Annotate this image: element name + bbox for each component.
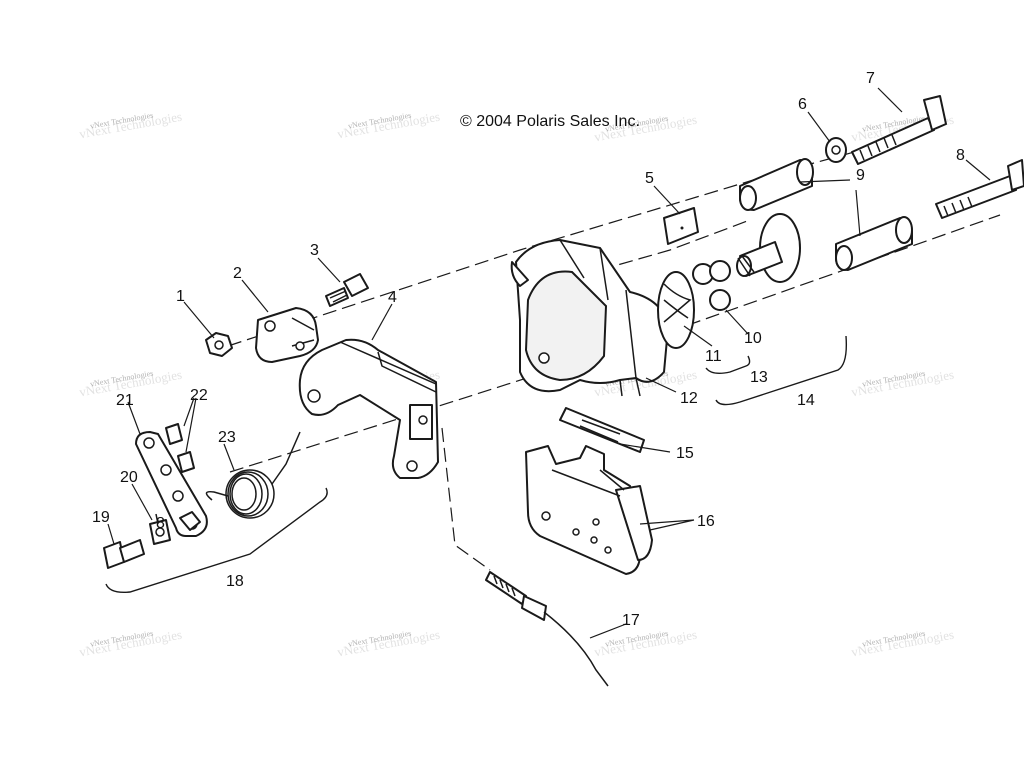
callout-12: 12 (680, 390, 698, 407)
watermark: vNext Technologies vNext Technologies (593, 627, 698, 660)
brake-pads (525, 445, 653, 575)
callout-13: 13 (750, 369, 768, 386)
bracket-13 (705, 355, 751, 375)
callout-22: 22 (190, 387, 208, 404)
grouping-brackets (105, 335, 848, 594)
callout-4: 4 (388, 289, 397, 306)
callout-3: 3 (310, 242, 319, 259)
callout-23: 23 (218, 429, 236, 446)
pad-spring (559, 407, 645, 453)
callout-1: 1 (176, 288, 185, 305)
callout-18: 18 (226, 573, 244, 590)
bushing (835, 216, 913, 271)
callout-8: 8 (956, 147, 965, 164)
lever-nut (179, 511, 201, 531)
nut (205, 332, 233, 357)
watermark: vNext Technologies vNext Technologies (336, 109, 441, 142)
bracket-14 (715, 335, 848, 406)
long-bolt (851, 95, 947, 165)
callout-8-lever: 8 (156, 515, 165, 532)
callout-10: 10 (744, 330, 762, 347)
actuator-cam (736, 213, 801, 283)
callouts: 1 2 3 4 5 6 7 8 9 10 11 12 13 14 15 16 1… (92, 70, 965, 629)
torsion-spring (205, 431, 301, 519)
small-bushing (165, 423, 195, 473)
long-bolt (935, 159, 1024, 219)
brake-cable (485, 571, 609, 687)
leader-lines (107, 87, 991, 639)
callout-9: 9 (856, 167, 865, 184)
callout-19: 19 (92, 509, 110, 526)
callout-20: 20 (120, 469, 138, 486)
piston-plate (657, 271, 695, 349)
callout-16: 16 (697, 513, 715, 530)
callout-21: 21 (116, 392, 134, 409)
mounting-bracket (298, 338, 439, 479)
balls (692, 260, 731, 311)
callout-5: 5 (645, 170, 654, 187)
callout-11: 11 (705, 348, 722, 365)
watermark: vNext Technologies vNext Technologies (850, 627, 955, 660)
watermark: vNext Technologies vNext Technologies (78, 627, 183, 660)
lever-bolt (103, 539, 145, 569)
caliper-body (510, 239, 669, 397)
bushing (739, 158, 814, 211)
callout-7: 7 (866, 70, 875, 87)
callout-6: 6 (798, 96, 807, 113)
washer (825, 137, 847, 163)
callout-17: 17 (622, 612, 640, 629)
callout-15: 15 (676, 445, 694, 462)
bracket-18 (105, 487, 328, 594)
watermark: vNext Technologies vNext Technologies (850, 367, 955, 400)
watermark: vNext Technologies vNext Technologies (336, 627, 441, 660)
watermark: vNext Technologies vNext Technologies (78, 109, 183, 142)
clevis (255, 307, 319, 363)
clip (663, 207, 699, 245)
watermarks: vNext Technologies vNext Technologies vN… (78, 109, 955, 660)
tab-washer (149, 513, 171, 545)
callout-2: 2 (233, 265, 242, 282)
bolt (325, 273, 369, 307)
copyright-notice: © 2004 Polaris Sales Inc. (460, 113, 640, 130)
callout-14: 14 (797, 392, 815, 409)
